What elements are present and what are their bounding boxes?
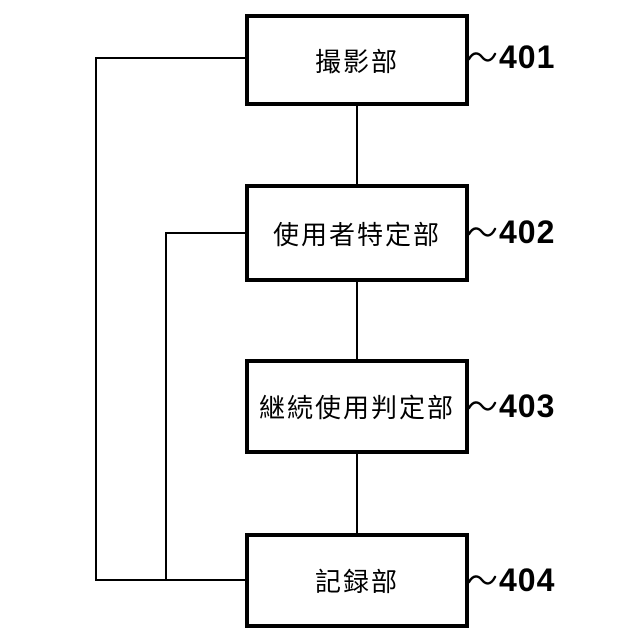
connector-401-402 xyxy=(356,105,358,185)
block-imaging-unit: 撮影部 xyxy=(245,14,469,106)
tilde-connector-icon xyxy=(467,52,497,62)
block-user-identification-unit-label: 使用者特定部 xyxy=(272,219,441,250)
tilde-connector-icon xyxy=(467,575,497,585)
connector-402-left-vertical xyxy=(165,232,167,581)
connector-402-403 xyxy=(356,281,358,360)
connector-404-left-horizontal xyxy=(95,579,246,581)
block-continuous-use-determination-unit-label: 継続使用判定部 xyxy=(258,393,455,423)
block-user-identification-unit: 使用者特定部 xyxy=(245,184,469,282)
block-recording-unit-label: 記録部 xyxy=(314,567,399,597)
block-imaging-unit-label: 撮影部 xyxy=(314,46,399,77)
reference-number-402: 402 xyxy=(499,214,556,250)
reference-number-403: 403 xyxy=(499,388,556,424)
connector-401-left-horizontal xyxy=(95,57,246,59)
reference-label-404: 404 xyxy=(467,562,555,598)
connector-403-404 xyxy=(356,453,358,534)
reference-number-401: 401 xyxy=(499,39,556,75)
connector-401-left-vertical xyxy=(95,57,97,581)
reference-label-402: 402 xyxy=(467,214,555,250)
tilde-connector-icon xyxy=(467,227,497,237)
block-continuous-use-determination-unit: 継続使用判定部 xyxy=(245,359,469,454)
block-recording-unit: 記録部 xyxy=(245,533,469,628)
tilde-connector-icon xyxy=(467,401,497,411)
connector-402-left-horizontal xyxy=(165,232,246,234)
reference-number-404: 404 xyxy=(499,562,556,598)
reference-label-401: 401 xyxy=(467,39,555,75)
reference-label-403: 403 xyxy=(467,388,555,424)
